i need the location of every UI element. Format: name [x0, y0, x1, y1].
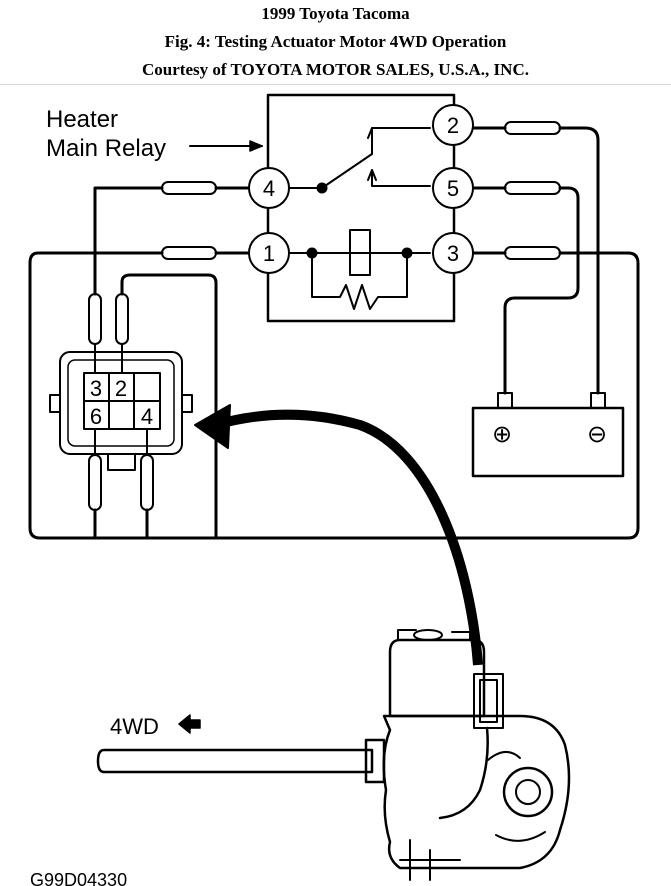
figure-code: G99D04330 [30, 870, 127, 886]
battery-positive-terminal: ⊕ [492, 421, 512, 448]
terminal-label-2: 2 [447, 113, 459, 138]
wire-terminal-2 [472, 126, 600, 395]
battery-positive-post [497, 392, 513, 409]
wire-terminal-5 [472, 186, 580, 395]
battery-negative-post [590, 392, 606, 409]
battery-negative-terminal: ⊖ [587, 421, 607, 448]
terminal-label-5: 5 [447, 176, 459, 201]
connector-wire-pin-2 [120, 273, 218, 540]
actuator-to-connector-arrow [213, 409, 483, 666]
figure-header: 1999 Toyota Tacoma Fig. 4: Testing Actua… [0, 0, 671, 85]
terminal-label-3: 3 [447, 241, 459, 266]
connector-pin-2: 2 [115, 376, 127, 401]
figure-caption: Fig. 4: Testing Actuator Motor 4WD Opera… [164, 32, 507, 51]
connector-pin-6: 6 [90, 404, 102, 429]
4wd-actuator-assembly [96, 629, 571, 881]
relay-label-heater: Heater [46, 106, 118, 133]
connector-pin-4: 4 [141, 404, 153, 429]
wire-terminal-3 [398, 251, 640, 540]
figure-courtesy: Courtesy of TOYOTA MOTOR SALES, U.S.A., … [142, 60, 529, 79]
actuator-connector-plug [473, 673, 504, 729]
relay-coil [349, 229, 371, 276]
relay-terminal-1 [248, 232, 290, 274]
terminal-label-4: 4 [263, 176, 275, 201]
relay-terminal-5 [432, 167, 474, 209]
terminal-label-1: 1 [263, 241, 275, 266]
wire-terminal-1 [28, 251, 402, 540]
actuator-gear-housing [502, 766, 554, 818]
figure-vehicle-title: 1999 Toyota Tacoma [261, 4, 410, 23]
connector-pin-grid [83, 372, 161, 430]
relay-coil-wiring [289, 252, 431, 310]
relay-terminal-4 [248, 167, 290, 209]
wiring-diagram: Heater Main Relay 4 1 2 5 3 3 2 6 4 ⊕ ⊖ … [28, 93, 640, 886]
actuator-motor-housing [388, 638, 486, 718]
relay-terminal-2 [432, 104, 474, 146]
relay-label-main-relay: Main Relay [46, 135, 166, 162]
connector-pin-3: 3 [90, 376, 102, 401]
battery [471, 406, 625, 478]
wire-terminal-4 [93, 186, 250, 296]
4wd-direction-label: 4WD [110, 714, 159, 739]
relay-switch-contact [289, 127, 431, 189]
4wd-direction-arrow [178, 714, 201, 734]
relay-terminal-3 [432, 232, 474, 274]
actuator-output-shaft [96, 748, 374, 774]
